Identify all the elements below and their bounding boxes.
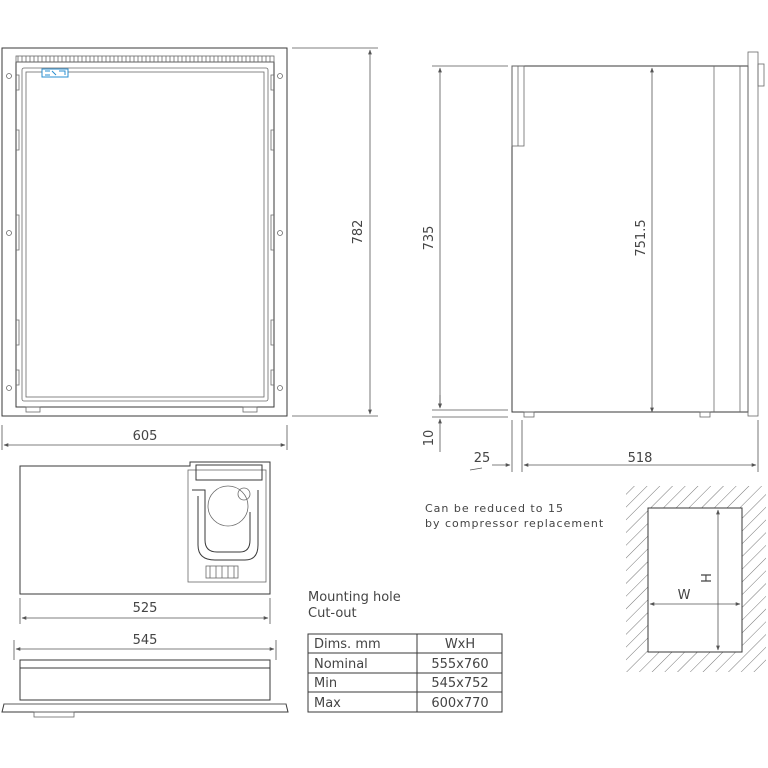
compressor-fitting bbox=[237, 487, 251, 501]
dim-front-height: 782 bbox=[292, 47, 378, 417]
cutout-table: Dims. mm WxH Nominal 555x760 Min 545x752… bbox=[307, 633, 503, 713]
dim-label-751-5: 751.5 bbox=[634, 219, 649, 256]
cutout-w-label: W bbox=[678, 588, 691, 603]
dim-label-605: 605 bbox=[133, 429, 158, 444]
cutout-opening bbox=[647, 507, 743, 653]
table-header-dims: Dims. mm bbox=[314, 637, 381, 652]
table-row-label: Max bbox=[314, 696, 341, 711]
front-door-inner bbox=[25, 71, 265, 398]
front-foot-left bbox=[25, 406, 41, 413]
table-row-label: Nominal bbox=[314, 657, 368, 672]
mounting-title-line-1: Mounting hole bbox=[308, 590, 401, 605]
dim-label-782: 782 bbox=[351, 220, 366, 245]
screw-icon bbox=[277, 73, 283, 79]
dim-label-545: 545 bbox=[133, 633, 158, 648]
dim-front-width: 605 bbox=[1, 425, 288, 450]
screw-icon bbox=[6, 73, 12, 79]
table-row-value: 600x770 bbox=[431, 696, 488, 711]
mounting-title: Mounting hole Cut-out bbox=[308, 590, 401, 621]
front-foot-right bbox=[242, 406, 258, 413]
table-row-value: 545x752 bbox=[431, 676, 488, 691]
front-frame-inner bbox=[15, 61, 275, 408]
side-foot-rear bbox=[699, 411, 711, 418]
top-flange-front bbox=[19, 659, 271, 669]
top-body-outline bbox=[19, 461, 271, 595]
side-body bbox=[511, 65, 749, 413]
dim-label-735: 735 bbox=[422, 226, 437, 251]
dim-top-outer-width: 545 bbox=[13, 633, 277, 660]
table-row-label: Min bbox=[314, 676, 337, 691]
side-flange-tab bbox=[757, 63, 765, 87]
brand-logo-icon bbox=[41, 68, 69, 78]
wall-hatch bbox=[626, 486, 766, 672]
dim-side-inner-height: 735 bbox=[422, 65, 508, 411]
table-header-wxh: WxH bbox=[445, 637, 475, 652]
side-view bbox=[511, 51, 765, 418]
front-door-outer bbox=[21, 67, 269, 402]
compressor-pipe-outer bbox=[197, 490, 259, 561]
note-line-2: by compressor replacement bbox=[425, 517, 604, 530]
compressor-box bbox=[187, 469, 267, 583]
compressor-pipe bbox=[192, 489, 251, 553]
note-line-1: Can be reduced to 15 bbox=[425, 502, 564, 515]
screw-icon bbox=[6, 385, 12, 391]
side-foot bbox=[523, 411, 535, 418]
screw-icon bbox=[6, 230, 12, 236]
top-flange-body bbox=[19, 668, 271, 701]
front-top-grille bbox=[15, 55, 275, 63]
cutout-diagram: W H bbox=[626, 486, 766, 672]
front-view bbox=[1, 47, 288, 417]
dim-label-518: 518 bbox=[628, 451, 653, 466]
dim-label-25: 25 bbox=[474, 451, 491, 466]
screw-icon bbox=[277, 230, 283, 236]
top-flange-base bbox=[1, 703, 289, 713]
dim-label-10: 10 bbox=[422, 430, 437, 447]
front-frame-outer bbox=[1, 47, 288, 417]
dim-foot-height: 10 bbox=[422, 395, 508, 452]
mounting-title-line-2: Cut-out bbox=[308, 606, 357, 621]
top-view bbox=[1, 461, 289, 718]
cutout-h-label: H bbox=[700, 573, 715, 583]
side-flange bbox=[747, 51, 759, 417]
screw-icon bbox=[277, 385, 283, 391]
top-flange-tab bbox=[33, 711, 75, 718]
table-row-value: 555x760 bbox=[431, 657, 488, 672]
dim-label-525: 525 bbox=[133, 601, 158, 616]
compressor-motor bbox=[207, 485, 249, 527]
dim-depth: 25 518 bbox=[469, 420, 759, 472]
dim-side-outer-height: 751.5 bbox=[634, 67, 654, 413]
dim-top-inner-width: 525 bbox=[19, 598, 271, 624]
compressor-note: Can be reduced to 15 by compressor repla… bbox=[425, 502, 604, 530]
compressor-top bbox=[195, 464, 263, 481]
